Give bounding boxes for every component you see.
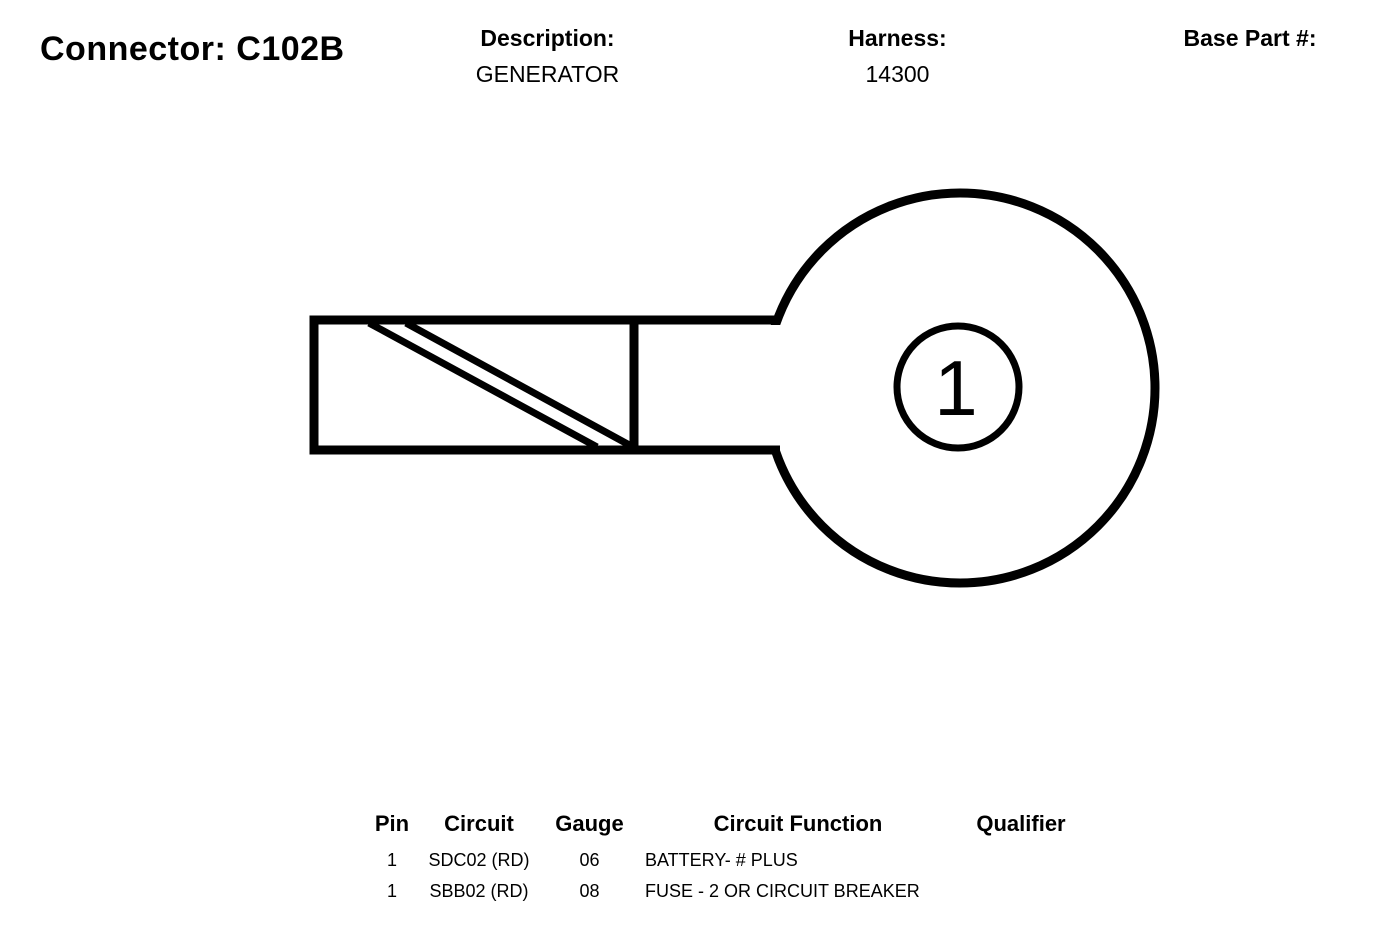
base-part-label: Base Part #: [1183, 25, 1317, 51]
qualifier-cell [961, 876, 1081, 907]
connector-title: Connector: C102B [40, 30, 345, 68]
harness-value: 14300 [865, 61, 930, 87]
gauge-cell: 06 [579, 850, 600, 870]
pin-cell: 1 [386, 881, 397, 901]
crimp-barrel-rect [309, 315, 639, 455]
table-row: 1 SBB02 (RD) 08 FUSE - 2 OR CIRCUIT BREA… [370, 876, 1081, 907]
circuit-cell: SBB02 (RD) [429, 881, 529, 901]
column-header-pin: Pin [374, 811, 410, 836]
description-block: Description: GENERATOR [415, 25, 680, 88]
circuit-function-cell: BATTERY- # PLUS [645, 850, 798, 870]
circuit-cell: SDC02 (RD) [428, 850, 530, 870]
column-header-gauge: Gauge [555, 811, 624, 836]
column-header-circuit-function: Circuit Function [713, 811, 883, 836]
qualifier-cell [961, 845, 1081, 876]
neck-fill [630, 325, 808, 446]
cavity-circle [893, 322, 1023, 452]
table-row: 1 SDC02 (RD) 06 BATTERY- # PLUS [370, 845, 1081, 876]
crimp-hatch-line-2 [404, 319, 635, 451]
circuit-function-cell: FUSE - 2 OR CIRCUIT BREAKER [645, 881, 920, 901]
description-label: Description: [480, 25, 615, 51]
description-value: GENERATOR [475, 61, 620, 87]
gauge-cell: 08 [579, 881, 600, 901]
base-part-block: Base Part #: [1135, 25, 1365, 61]
pin-table-header: Pin Circuit Gauge Circuit Function Quali… [370, 811, 1081, 837]
column-header-qualifier: Qualifier [976, 811, 1066, 836]
harness-label: Harness: [848, 25, 947, 51]
column-header-circuit: Circuit [444, 811, 514, 836]
crimp-hatch-line-1 [367, 319, 599, 451]
pin-table: Pin Circuit Gauge Circuit Function Quali… [370, 811, 1081, 907]
pin-cell: 1 [386, 850, 397, 870]
cavity-number: 1 [934, 344, 977, 432]
harness-block: Harness: 14300 [795, 25, 1000, 88]
